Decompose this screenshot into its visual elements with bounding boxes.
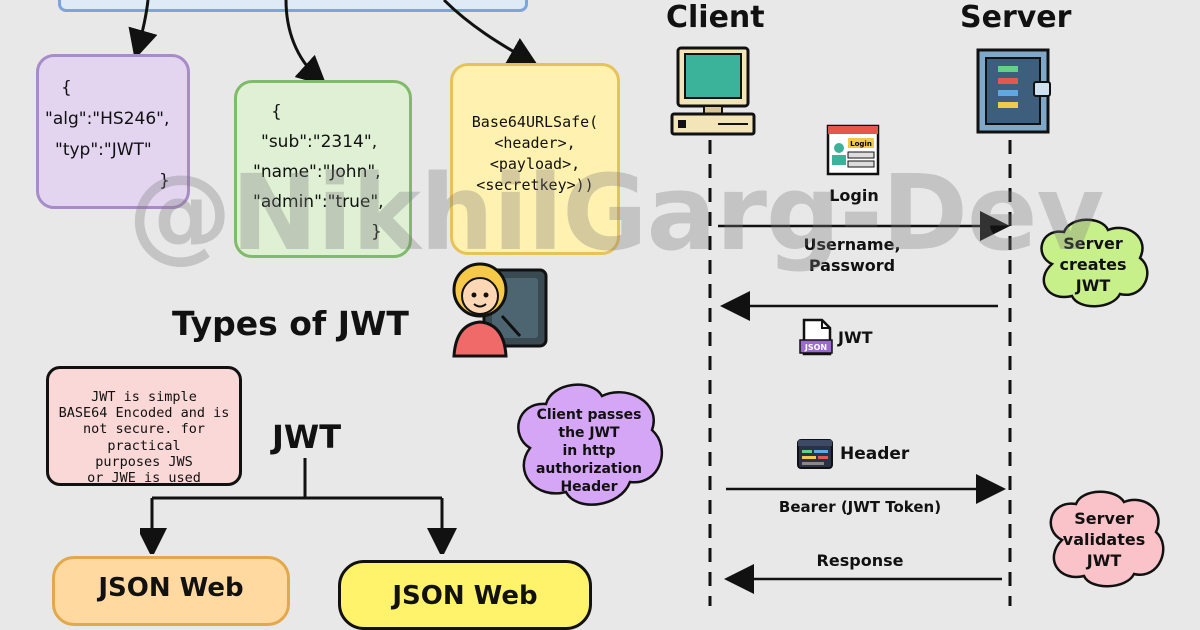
server-validates-text: Server validates JWT — [1050, 506, 1158, 572]
payload-line: "sub":"2314", — [261, 132, 378, 152]
header-label: Header — [840, 444, 910, 464]
jwe-card-label: JSON Web — [392, 581, 538, 611]
jwt-root-label: JWT — [272, 418, 342, 456]
header-line: "alg":"HS246", — [45, 109, 170, 129]
note-line: purposes JWS — [95, 453, 193, 470]
top-bar — [58, 0, 528, 12]
response-label: Response — [816, 551, 904, 570]
client-passes-line: the JWT — [558, 425, 620, 441]
payload-line: "name":"John", — [253, 162, 381, 182]
signature-line: <payload>, — [489, 155, 581, 173]
client-passes-line: Header — [560, 479, 618, 495]
jws-card: JSON Web — [52, 556, 290, 626]
login-label: Login — [829, 186, 879, 205]
jwt-label: JWT — [838, 328, 873, 347]
client-passes-line: in http — [562, 443, 616, 459]
login-icon-text: Login — [850, 140, 872, 148]
server-creates-line: Server — [1063, 233, 1123, 253]
server-creates-line: creates — [1059, 254, 1127, 274]
lifelines — [708, 140, 1012, 606]
bearer-label: Bearer (JWT Token) — [778, 498, 942, 516]
login-icon: Login — [826, 124, 880, 176]
json-icon-text: JSON — [804, 343, 827, 352]
flow-arrows — [718, 211, 1010, 594]
signature-card: Base64URLSafe( <header>, <payload>, <sec… — [450, 63, 620, 255]
note-line: JWT is simple — [91, 389, 197, 405]
note-line: or JWE is used — [87, 469, 201, 486]
header-line: { — [61, 78, 72, 98]
payload-line: } — [371, 222, 382, 242]
credentials-label: Username, Password — [796, 234, 908, 276]
header-card: { "alg":"HS246", "typ":"JWT" } — [36, 54, 190, 209]
client-passes-text: Client passes the JWT in http authorizat… — [522, 404, 656, 498]
header-line: } — [159, 171, 170, 191]
server-label: Server — [960, 0, 1072, 35]
server-creates-cloud — [1040, 218, 1149, 308]
server-creates-line: JWT — [1075, 275, 1111, 295]
types-title: Types of JWT — [172, 304, 409, 343]
client-passes-line: Client passes — [536, 407, 642, 423]
payload-line: { — [271, 102, 282, 122]
header-line: "typ":"JWT" — [55, 140, 152, 160]
credentials-line: Password — [808, 256, 896, 275]
top-arrows — [128, 0, 539, 87]
client-passes-cloud — [517, 383, 663, 506]
types-tree — [140, 458, 457, 554]
server-validates-line: JWT — [1086, 550, 1122, 570]
signature-line: Base64URLSafe( — [471, 113, 599, 131]
payload-card: { "sub":"2314", "name":"John", "admin":"… — [234, 80, 412, 258]
credentials-line: Username, — [803, 235, 901, 254]
client-passes-line: authorization — [535, 461, 643, 477]
note-card: JWT is simple BASE64 Encoded and is not … — [46, 366, 242, 486]
server-validates-cloud — [1049, 490, 1165, 588]
watermark: @NikhilGarg-Dev — [128, 152, 1104, 274]
note-line: BASE64 Encoded and is — [58, 405, 230, 422]
server-icon — [976, 48, 1051, 134]
jwe-card: JSON Web — [338, 560, 592, 630]
jws-card-label: JSON Web — [98, 573, 244, 603]
payload-line: "admin":"true", — [253, 192, 384, 212]
note-line: not secure. for practical — [83, 421, 205, 454]
server-creates-text: Server creates JWT — [1040, 232, 1146, 296]
signature-line: <header>, — [494, 134, 576, 152]
server-validates-line: Server — [1074, 508, 1134, 528]
json-file-icon: JSON — [799, 318, 833, 356]
header-icon — [797, 439, 833, 469]
teacher-icon — [452, 262, 548, 358]
computer-icon — [670, 46, 756, 136]
server-validates-line: validates — [1062, 529, 1146, 549]
client-label: Client — [666, 0, 765, 35]
signature-line: <secretkey>)) — [476, 176, 594, 194]
